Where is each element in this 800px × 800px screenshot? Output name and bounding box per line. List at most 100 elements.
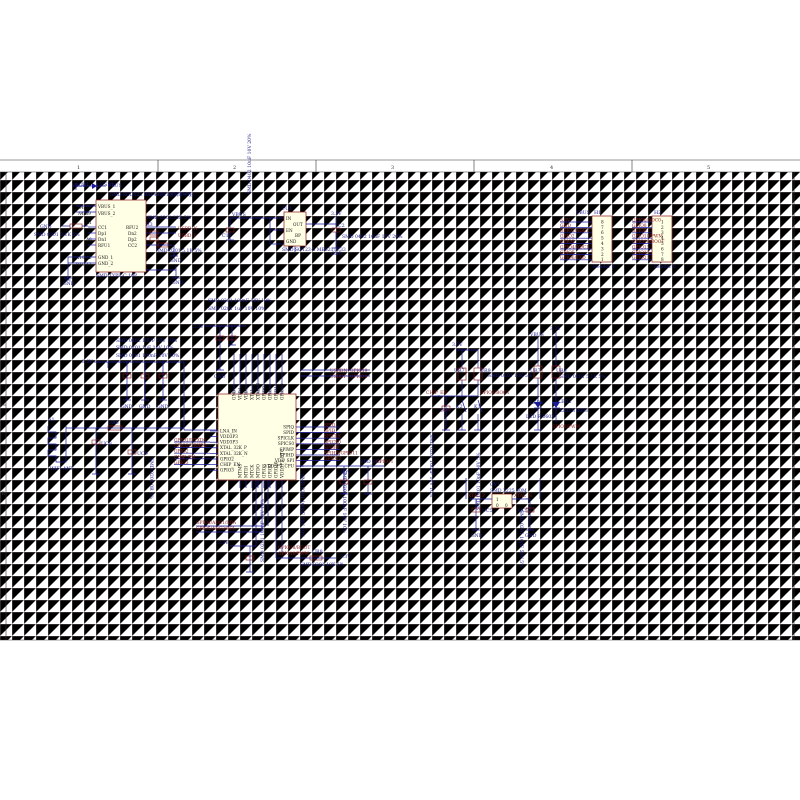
usb-pin-rfu1: RFU1 <box>98 243 111 248</box>
ldo-pin-gnd: GND <box>286 239 297 244</box>
mcu-right-pin-3: SPICS0 <box>278 441 294 446</box>
column-label-1: 1 <box>77 165 80 171</box>
led1-ref: LED1 <box>530 400 544 406</box>
mcu-top-pin-1: VDDA <box>237 386 242 401</box>
row-label-b: B <box>2 491 6 497</box>
led2-symbol <box>552 402 560 408</box>
diode-value: SMD SOD123 BAT483 <box>110 192 162 198</box>
mcu-vdd-spi: VDD_SPI <box>359 459 381 465</box>
header2-net-2: GPIO9 <box>632 229 647 234</box>
reset-r-ref: UR7 <box>454 368 465 374</box>
mcu-left-pin-4: XTAL_32K_N <box>220 451 248 456</box>
mcu-usbdp-net: USBDP <box>330 375 346 380</box>
led-gpio: GPIO8/PWM <box>552 425 581 430</box>
mcu-left-pin-6: CHIP_EN <box>220 462 240 467</box>
mcu-right-net-6: GPIO12 <box>324 457 342 462</box>
crystal-body <box>491 493 513 509</box>
mcu-cap-c-top1 <box>215 335 225 341</box>
r4-value: SMD 0201 5.1K 5% <box>156 248 202 254</box>
led2-value: LED B 0603 <box>560 408 588 414</box>
mcu-top-pin-7: GPIO18 <box>273 383 278 400</box>
r8-resistor <box>309 555 323 561</box>
usb1-ref: USB1 <box>100 182 114 188</box>
ldo-gnd-label: GND <box>331 251 343 257</box>
led-vcc: 3.3V <box>550 326 561 332</box>
column-label-2: 2 <box>233 165 236 171</box>
crystal-value: SMD 3225 40M <box>490 488 527 494</box>
usb-pin-gnd1: GND_1 <box>98 255 113 260</box>
r1-value: SMD 0201 5.1K 5% <box>34 232 80 238</box>
usb1-body <box>95 199 147 273</box>
antenna-res-value: SMD 0201 0R 5% <box>148 458 154 500</box>
header1-pin-3: 5 <box>601 236 604 241</box>
ldo-vin-label: VBUS <box>231 212 246 218</box>
mcu-left-net-4: GPIO3 <box>174 461 189 466</box>
mcu-left-pin-3: XTAL_32K_P <box>220 445 247 450</box>
mcu-right-net-5: SPIHD/GPIO11 <box>324 452 358 457</box>
reset-chip-en: CHIP_EN <box>426 391 447 396</box>
header1-pin-0: 8 <box>601 219 604 224</box>
crystal-xp: XTAL_P <box>468 494 485 499</box>
mcu-cap-left-1: SMD 0402 10UF 10V 10% <box>116 338 178 344</box>
mcu-vcc-bottom: 3.3V <box>218 540 229 546</box>
crystal-c5 <box>471 507 481 513</box>
header2-net-4: GPIO18/BOOT <box>632 240 664 245</box>
crystal-c5-ref: UC5 <box>482 508 493 514</box>
ldo-vout-label: 3.3V <box>331 211 342 217</box>
mcu-gnd-top: GND <box>214 374 226 380</box>
header2-net-0: GPIO0/ADC0 <box>632 218 661 223</box>
crystal-pin-3: 0 <box>505 503 508 508</box>
mcu-top-pin-3: XTAL_P <box>249 384 254 400</box>
r3-value: SMD 0201 22R 5% <box>147 215 192 221</box>
reset-cap <box>441 405 451 411</box>
mcu-bottom-pin-1: MTDI <box>243 466 248 478</box>
header2-ref: H2 <box>654 210 661 216</box>
header2-pin-7: 8 <box>661 257 664 262</box>
header1-ref: H1 <box>594 210 601 216</box>
mcu-right-net-2: SPICLK <box>324 435 342 440</box>
mcu-usbdn-net: USBDN <box>330 369 347 374</box>
crystal-cap-value-1: SMD 0201 10pF 50V 5% <box>476 452 482 510</box>
antenna-r6 <box>107 425 123 431</box>
reset-k1: K1 <box>474 404 481 410</box>
mcu-top-pin-4: XTAL_N <box>255 383 260 400</box>
d1-ref: D1 <box>82 182 89 188</box>
usb-pin-b4a9: B4/A9 <box>78 205 91 210</box>
header2-pin-0: 1 <box>661 219 664 224</box>
reset-cap-value: SMD 0201 100nF 10V 10% <box>428 434 434 498</box>
crystal-ref: CY1 <box>490 482 500 488</box>
mcu-bottom-pin-0: MTMS <box>237 464 242 478</box>
mcu-right-pin-1: SPID <box>283 430 294 435</box>
header1-pin-6: 2 <box>601 252 604 257</box>
usb-connector-block: D1 USB1 VBUS SMD SOD123 BAT483 (NT通讯单导线)… <box>34 182 202 287</box>
c1-ref: C1 <box>222 233 229 239</box>
mcu-gnd-l2: GND <box>139 404 151 410</box>
mcu-left-net-1: GPIO2/URXD0 <box>174 444 207 449</box>
usb-footprint: SMD TYPE-C 16P <box>96 273 137 279</box>
mcu-u1-body <box>217 393 297 481</box>
ldo-ref: PU1 <box>282 206 292 212</box>
mcu-bottom-pin-3: MTDO <box>255 464 260 478</box>
usb-gnd-label: GND <box>63 281 75 287</box>
mcu-vcc-right: 3.3V <box>340 470 351 476</box>
usbd-p-net: USBD_P <box>178 234 197 239</box>
mcu-cap-b1 <box>245 555 255 561</box>
header2-net-5: GPIO11 <box>632 245 650 250</box>
column-label-3: 3 <box>391 165 394 171</box>
antenna-c9-ref: UC9 <box>137 451 148 457</box>
mcu-cap-l3 <box>158 373 168 379</box>
mcu-bottom-net-1: GPIO4/ADC1/SDA <box>196 521 237 526</box>
mcu-block: SMD 0201 100nF 10V 10% SMD 0201 1uF 10V … <box>82 298 394 573</box>
crystal-pin-1: 1 <box>496 497 499 502</box>
usb-pin-a1b12: A1/B12 <box>75 255 92 260</box>
antenna-ref: A1 <box>47 417 55 423</box>
header1-net-1: GND <box>560 224 571 229</box>
reset-vcc: 3.3V <box>452 342 463 348</box>
usb-pin-dp2: Dp2 <box>128 237 137 242</box>
header1-pin-1: 7 <box>601 225 604 230</box>
mcu-right-pin-4: SPIWP <box>280 447 295 452</box>
reset-r2-ref: UR9 <box>480 368 491 374</box>
mcu-bottom-pin-4: GPIO8 <box>261 464 266 478</box>
c2-value: SMD 0402 10uF 10V 20% <box>342 234 403 240</box>
reset-r-value: SMD 0201 10K 5% <box>488 373 533 379</box>
